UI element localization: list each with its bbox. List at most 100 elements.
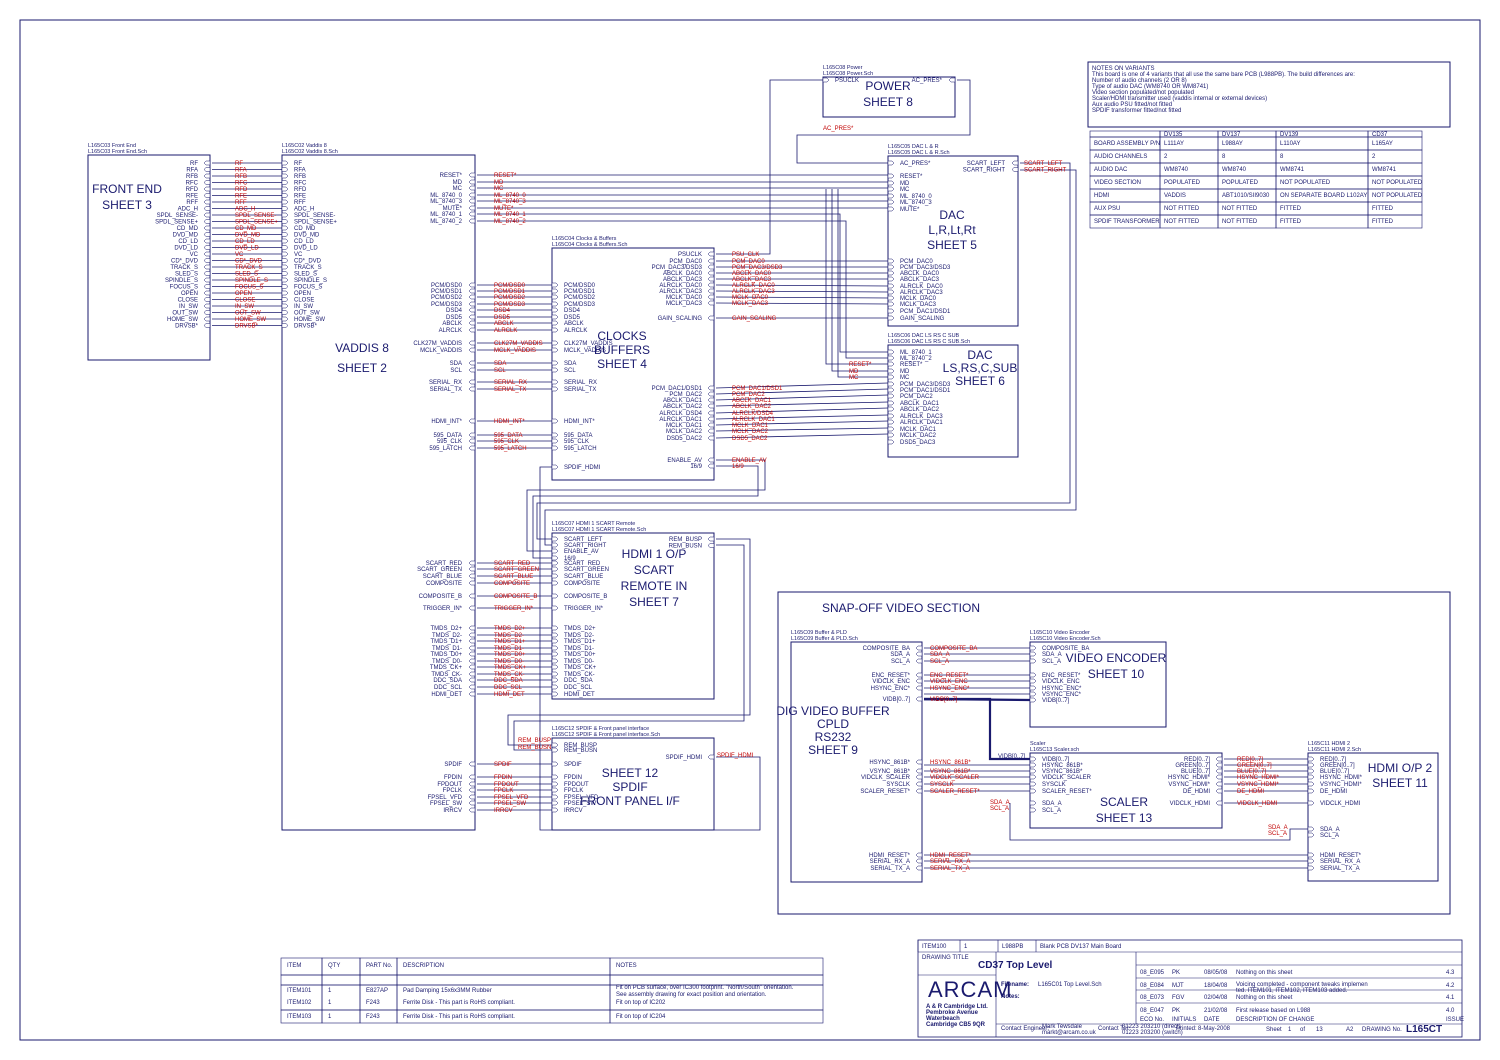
port-marker: [551, 794, 559, 800]
port-marker: [468, 347, 476, 353]
encoder-pin: VIDB[0..7]: [1042, 698, 1070, 704]
port-marker: [203, 225, 211, 231]
vaddis-pin: TMDS_D0-: [432, 659, 462, 665]
port-marker: [468, 314, 476, 320]
port-marker: [887, 186, 895, 192]
net-label: CD*_DVD: [235, 259, 263, 265]
clocks-pin: DSD5_DAC2: [667, 436, 703, 442]
sheet-count: 13: [1316, 1027, 1323, 1033]
buffer-pin: SYSCLK: [886, 782, 910, 788]
net-label: DSD5: [494, 315, 511, 321]
port-marker: [1029, 788, 1037, 794]
clocks-pin: ENABLE_AV: [667, 458, 702, 464]
front-end-pin: RFC: [186, 181, 199, 187]
port-marker: [1029, 781, 1037, 787]
hdmi1-file: L165C07 HDMI 1 SCART Remote.Sch: [552, 527, 646, 533]
net-label: ALRCLK/DSD4: [732, 411, 774, 417]
spdif-pin: FPSEL_VFD: [564, 795, 599, 801]
item-row-cell: ITEM100: [922, 944, 947, 950]
dac-pin: ABCLK_DAC3: [900, 277, 940, 283]
port-marker: [203, 238, 211, 244]
vaddis-pin: DVD_MD: [294, 233, 320, 239]
port-marker: [281, 284, 289, 289]
item-row-cell: 1: [964, 944, 968, 950]
hdmi1-title-line: SCART: [634, 563, 675, 577]
hdmi1-title-line: SHEET 7: [629, 595, 679, 609]
hdmi1-pin: TMDS_D2-: [564, 633, 594, 639]
net-label: SDA_A: [930, 652, 950, 658]
scaler-ref: Scaler: [1030, 741, 1046, 747]
port-marker: [551, 580, 559, 586]
sheet-of: of: [1300, 1027, 1305, 1033]
port-marker: [1029, 697, 1037, 703]
dac-pin: MUTE*: [900, 207, 920, 213]
port-marker: [551, 645, 559, 651]
port-marker: [281, 167, 289, 172]
sheet-label: Sheet: [1266, 1027, 1282, 1033]
clocks-pin: HDMI_INT*: [564, 419, 595, 425]
port-marker: [468, 560, 476, 566]
net-label: 595_CLK: [494, 439, 519, 445]
port-marker: [281, 297, 289, 302]
bom-header: NOTES: [616, 963, 637, 969]
port-marker: [551, 605, 559, 611]
port-marker: [468, 658, 476, 664]
variant-cell-text: 2: [1164, 154, 1168, 160]
port-marker: [707, 264, 715, 270]
port-marker: [887, 387, 895, 393]
port-marker: [1215, 774, 1223, 780]
port-marker: [551, 360, 559, 366]
spdif-title-line: SPDIF: [612, 780, 647, 794]
port-marker: [468, 566, 476, 572]
port-marker: [1011, 167, 1019, 172]
net-label: VIDCLK_SCALER: [930, 775, 980, 781]
net-label: SCL_A: [990, 806, 1009, 812]
hdmi1-pin: TMDS_D0+: [564, 652, 596, 658]
front-end-pin: OUT_SW: [172, 311, 198, 317]
port-marker: [551, 445, 559, 451]
clocks-pin: MCLK_DAC1: [666, 423, 703, 429]
port-marker: [707, 270, 715, 276]
bom-cell: [359, 974, 398, 986]
net-label: VC: [235, 252, 244, 258]
port-marker: [551, 307, 559, 313]
net-label: ALRCLK_DAC3: [732, 289, 775, 295]
variant-cell-text: L165AY: [1372, 141, 1393, 147]
net-label: RFA: [235, 168, 247, 174]
vaddis-pin: MCLK_VADDIS: [420, 348, 462, 354]
clocks-pin: SDA: [564, 361, 576, 367]
port-marker: [468, 288, 476, 294]
net-label: FPDIN: [494, 775, 512, 781]
dac-pin: ML_8740_3: [900, 200, 932, 206]
clocks-title-line: SHEET 4: [597, 357, 647, 371]
port-marker: [551, 691, 559, 697]
hdmi1-pin: TMDS_D1+: [564, 639, 596, 645]
filename: L165C01 Top Level.Sch: [1038, 982, 1102, 988]
variant-cell-text: WM8741: [1280, 167, 1305, 173]
port-marker: [915, 759, 923, 765]
buffer-pin: VIDCLK_ENC: [872, 679, 910, 685]
buffer-pin: VIDB[0..7]: [883, 697, 911, 703]
front-end-pin: SPDL_SENSE+: [155, 220, 198, 226]
variant-cell-text: CD37: [1372, 132, 1388, 138]
vaddis-pin: ML_8740_1: [430, 212, 462, 218]
engineer-email: markt@arcam.co.uk: [1042, 1030, 1097, 1036]
bom-cell-text: Fit on top of IC204: [616, 1014, 666, 1020]
vaddis-pin: PCM/DSD2: [431, 295, 463, 301]
port-marker: [468, 638, 476, 644]
port-marker: [887, 180, 895, 186]
vaddis-pin: IRRCV: [443, 808, 462, 814]
scaler-pin: BLUE[0..7]: [1181, 769, 1210, 775]
net-wire: [715, 296, 889, 299]
net-label: MCLK_DAC1: [732, 423, 769, 429]
port-marker: [468, 205, 476, 211]
port-marker: [281, 310, 289, 315]
bom-header: PART No.: [366, 963, 393, 969]
port-marker: [468, 198, 476, 204]
variant-cell-text: NOT FITTED: [1222, 206, 1258, 212]
net-label: SERIAL_RX_A: [930, 859, 970, 865]
vaddis-pin: MC: [453, 186, 463, 192]
scaler-pin: VSYNC_HDMI*: [1168, 782, 1210, 788]
variant-cell: [1367, 214, 1423, 229]
variant-cell-text: L111AY: [1164, 141, 1184, 147]
